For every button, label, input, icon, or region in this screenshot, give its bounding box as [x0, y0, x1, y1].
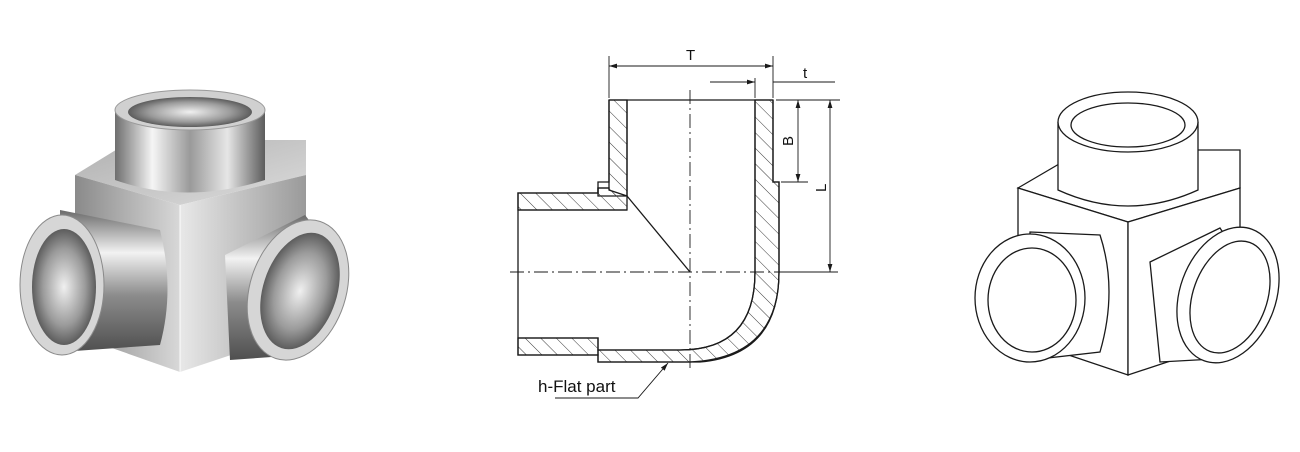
right-socket-bore: [260, 232, 340, 350]
dimension-t-label: t: [803, 65, 808, 82]
dimension-T-label: T: [686, 47, 695, 64]
callout-leader: [555, 362, 669, 399]
line-art-drawing: [974, 91, 1280, 376]
callout-flat-part: h-Flat part: [538, 377, 616, 396]
wall-bottom-horizontal: [517, 337, 599, 356]
dimension-B-label: B: [780, 136, 797, 146]
wall-upper-horizontal: [517, 187, 628, 211]
dimension-L-label: L: [813, 184, 830, 192]
top-socket: [115, 110, 265, 193]
top-socket-bore: [128, 97, 252, 127]
line-top-socket-bore: [1070, 102, 1186, 148]
section-drawing: [510, 56, 840, 399]
left-socket-bore: [32, 229, 96, 345]
line-right-socket-bore: [1189, 240, 1271, 354]
line-left-socket-bore: [987, 247, 1077, 353]
product-photo: [19, 89, 350, 372]
